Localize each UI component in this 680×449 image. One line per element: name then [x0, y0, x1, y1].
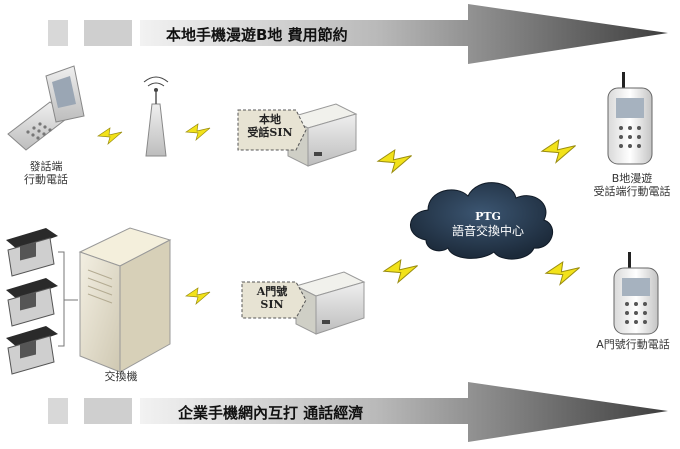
caller-label-line2: 行動電話	[24, 173, 68, 186]
receiver-b-line1: B地漫遊	[611, 172, 653, 185]
ptg-cloud	[410, 182, 554, 260]
phone-a-icon	[613, 252, 659, 335]
phone-a-label: A門號行動電話	[596, 338, 670, 351]
bottom-banner-arrow	[48, 382, 668, 442]
pbx-server-icon	[78, 227, 172, 373]
lightning-icon-7	[545, 261, 581, 285]
lightning-icon-4	[377, 149, 413, 173]
bottom-banner-text: 企業手機網內互打 通話經濟	[178, 404, 364, 422]
receiver-b-phone-icon	[607, 72, 653, 165]
top-banner-arrow	[48, 4, 668, 64]
lightning-icon-3	[185, 287, 211, 305]
receiver-b-label: B地漫遊 受話端行動電話	[584, 172, 680, 198]
sin-a-line1: A門號	[256, 285, 288, 298]
lightning-icon-2	[185, 123, 211, 141]
lightning-icon-5	[383, 259, 419, 283]
sin-a-line2: SIN	[260, 298, 284, 311]
sin-local-tag	[237, 109, 307, 151]
caller-phone-icon	[7, 65, 85, 151]
ptg-label-line2: 語音交換中心	[451, 224, 524, 238]
antenna-icon	[143, 76, 169, 157]
desk-phones-icon	[6, 228, 78, 375]
pbx-label: 交換機	[104, 370, 138, 383]
caller-label: 發話端 行動電話	[18, 160, 74, 186]
sin-local-line1: 本地	[259, 113, 281, 126]
sin-a-tag	[241, 281, 307, 319]
sin-device-a	[294, 271, 366, 335]
top-banner-text: 本地手機漫遊B地 費用節約	[166, 26, 348, 44]
ptg-label-line1: PTG	[475, 210, 501, 223]
lightning-icon-6	[541, 139, 577, 163]
receiver-b-line2: 受話端行動電話	[593, 185, 671, 198]
sin-local-label: 本地 受話SIN	[238, 113, 302, 139]
ptg-label: PTG 語音交換中心	[438, 210, 538, 238]
sin-local-line2: 受話SIN	[247, 126, 293, 139]
caller-label-line1: 發話端	[29, 160, 63, 173]
sin-a-label: A門號 SIN	[242, 285, 302, 311]
lightning-icon-1	[97, 127, 123, 145]
